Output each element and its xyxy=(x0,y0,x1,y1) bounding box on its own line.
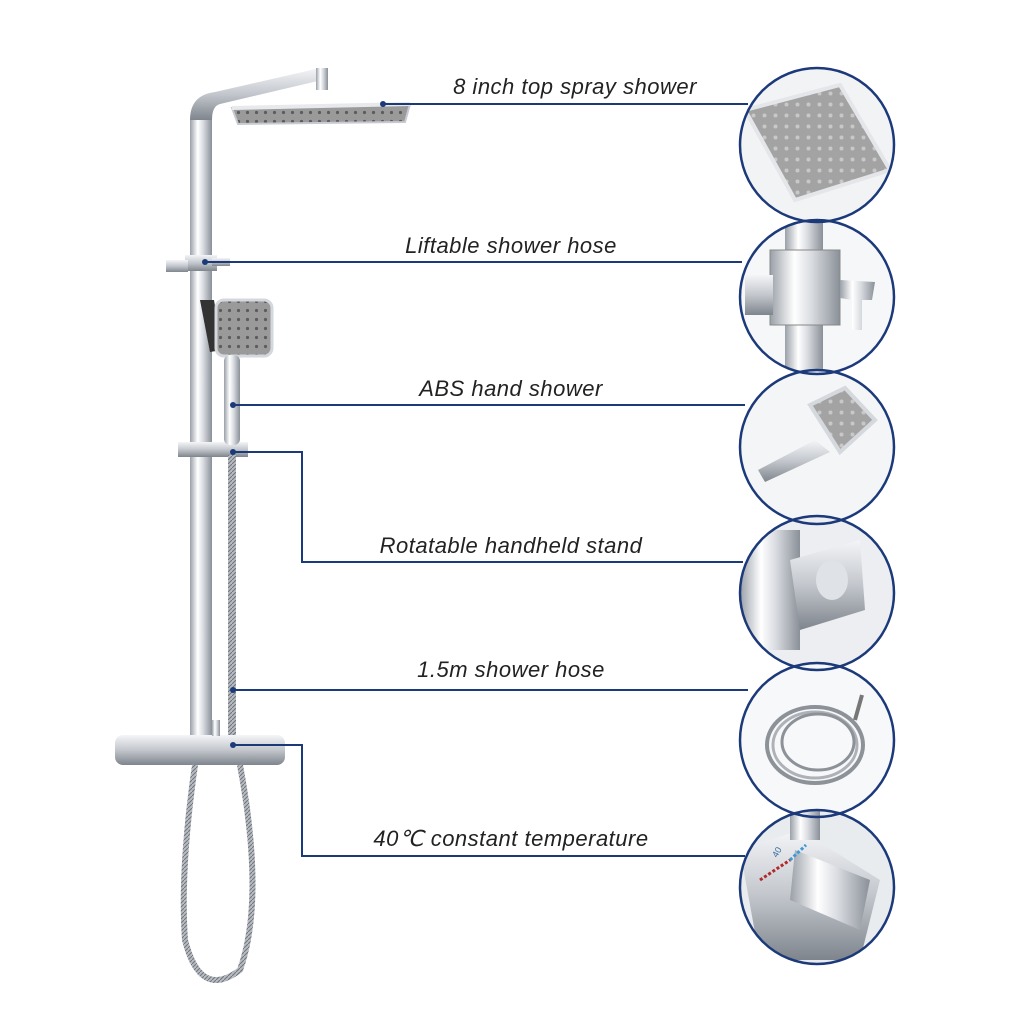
leader-line-4 xyxy=(233,451,743,563)
leader-dots xyxy=(202,101,386,748)
callout-label-constant-temperature: 40℃ constant temperature xyxy=(373,826,649,851)
callout-label-hand-shower: ABS hand shower xyxy=(419,376,603,401)
shower-column xyxy=(115,68,412,983)
thermostat-mark: 40 xyxy=(770,845,784,859)
detail-circle-borders xyxy=(738,66,896,966)
callout-label-liftable-hose: Liftable shower hose xyxy=(405,233,617,258)
callout-label-handheld-stand: Rotatable handheld stand xyxy=(379,533,643,558)
leader-lines xyxy=(205,103,748,857)
leader-line-6 xyxy=(233,744,745,857)
callout-label-shower-hose: 1.5m shower hose xyxy=(417,657,605,682)
coiled-hose-icon xyxy=(740,663,894,817)
rain-shower-head-icon xyxy=(740,68,894,222)
handheld-holder-icon xyxy=(740,516,894,670)
thermostatic-valve-icon: 40 xyxy=(740,810,894,964)
hand-shower-icon xyxy=(740,370,894,524)
slider-bracket-icon xyxy=(740,220,894,374)
callout-label-top-spray: 8 inch top spray shower xyxy=(453,74,697,99)
